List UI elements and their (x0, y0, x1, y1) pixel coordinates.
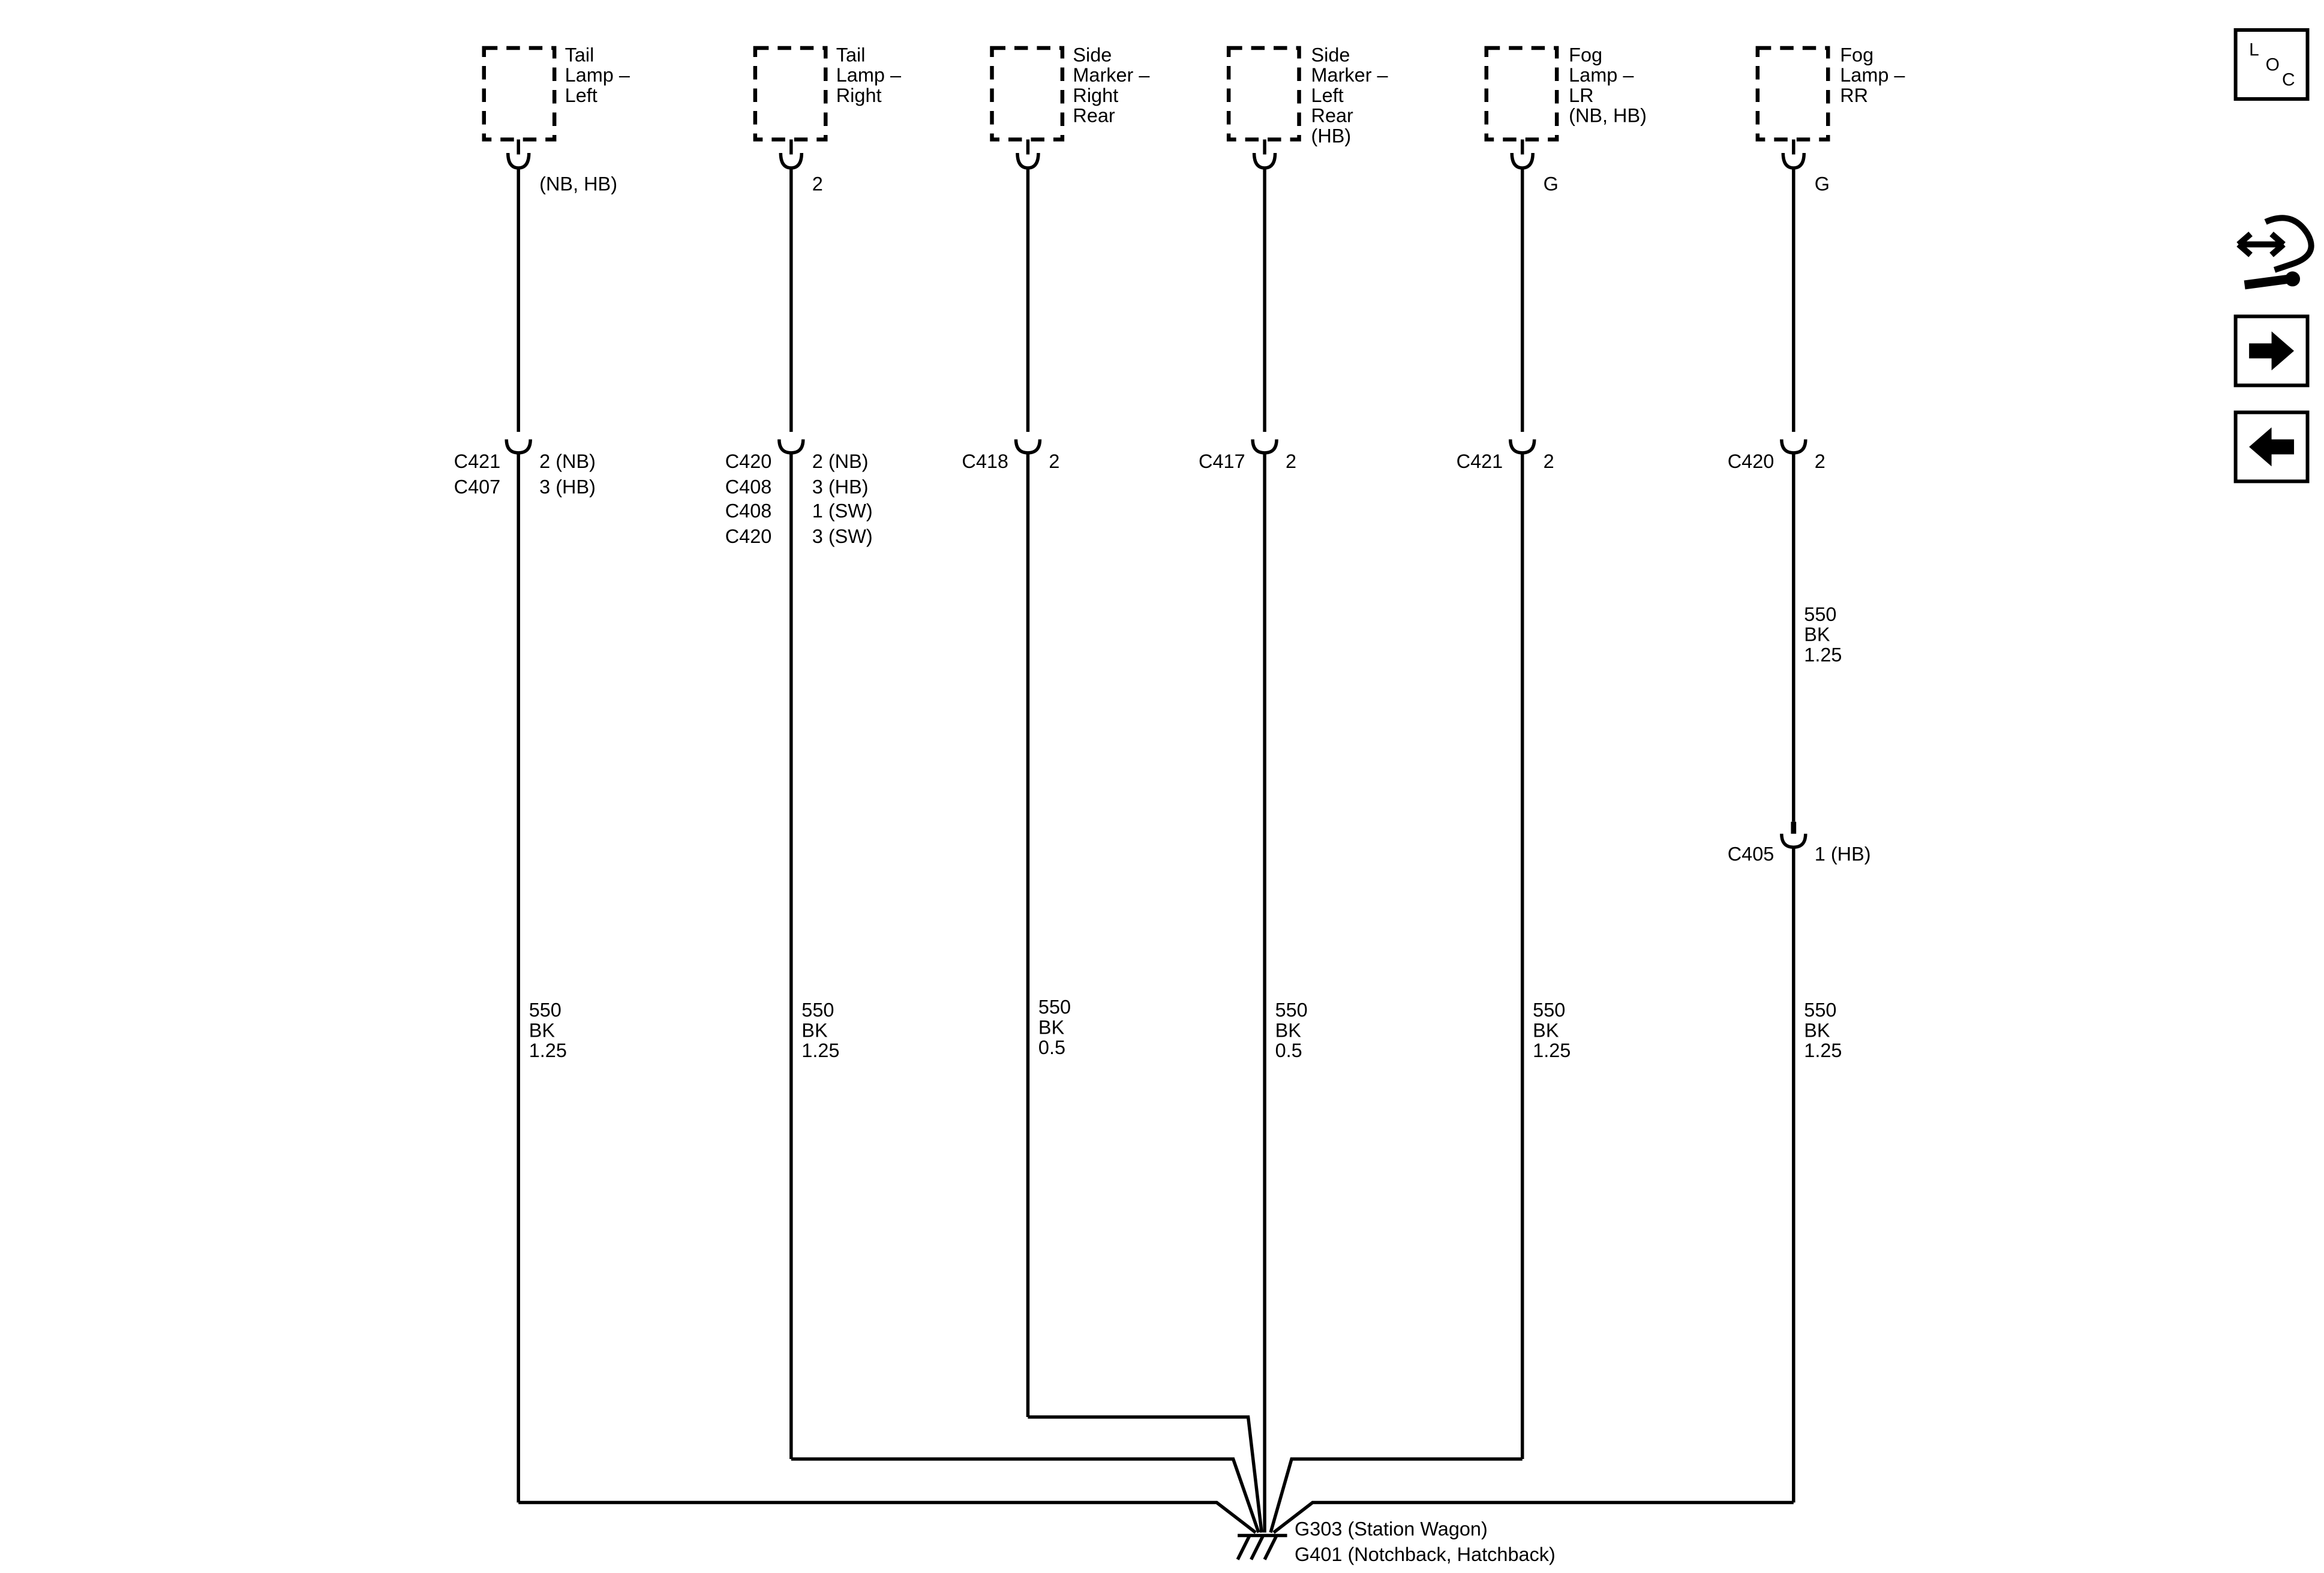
connector-id: C421 (1457, 451, 1503, 472)
loc-icon: L O C (2249, 40, 2295, 89)
inline-connector-symbol (505, 439, 532, 455)
fog-lamp-lr-label: Fog Lamp – LR (NB, HB) (1569, 44, 1647, 126)
connector-pin: 1 (SW) (812, 500, 873, 521)
connector-pin: 2 (1815, 451, 1825, 472)
fog-lamp-lr-circuit: Fog Lamp – LR (NB, HB) G C421 2 550 BK 1… (1457, 44, 1647, 1460)
svg-text:O: O (2266, 55, 2280, 74)
inline-connector-symbol (1780, 833, 1807, 849)
ground-label: G401 (Notchback, Hatchback) (1295, 1544, 1556, 1565)
side-marker-left-rear-label: Side Marker – Left Rear (HB) (1311, 44, 1394, 146)
connector-id: C408 (725, 500, 772, 521)
connector-id: C418 (962, 451, 1008, 472)
connector-id: C420 (725, 451, 772, 472)
connector-id: C407 (454, 476, 501, 497)
connector-id: C421 (454, 451, 501, 472)
fog-lamp-lr-component (1484, 46, 1559, 142)
wire-label: 550 BK 1.25 (1804, 604, 1842, 665)
connector-pin: 1 (HB) (1815, 843, 1871, 865)
side-marker-right-rear-component (990, 46, 1065, 142)
tail-lamp-right-label: Tail Lamp – Right (836, 44, 906, 106)
connector-id: C405 (1728, 843, 1774, 865)
inline-connector-symbol (1780, 439, 1807, 455)
ground-bus: G303 (Station Wagon) G401 (Notchback, Ha… (518, 1415, 1794, 1565)
inline-connector-symbol (777, 439, 805, 455)
svg-text:L: L (2249, 40, 2259, 59)
terminal-symbol (1781, 152, 1806, 170)
fog-lamp-rr-label: Fog Lamp – RR (1840, 44, 1910, 106)
terminal-symbol (1016, 152, 1040, 170)
wire-label: 550 BK 0.5 (1038, 996, 1076, 1059)
tail-lamp-right-circuit: Tail Lamp – Right 2 C420 C408 C408 C420 … (725, 44, 906, 1460)
wire-label: 550 BK 0.5 (1275, 999, 1313, 1062)
wire-label: 550 BK 1.25 (801, 999, 839, 1062)
tail-lamp-left-pin-note: (NB, HB) (539, 173, 617, 194)
fog-lamp-rr-pin-note: G (1815, 173, 1830, 194)
connector-id: C417 (1199, 451, 1245, 472)
terminal-symbol (1510, 152, 1535, 170)
connector-pin: 2 (1544, 451, 1554, 472)
harness-routing-button[interactable] (2236, 215, 2314, 290)
terminal-symbol (779, 152, 804, 170)
inline-connector-symbol (1014, 439, 1042, 455)
loc-button[interactable]: L O C (2233, 28, 2310, 101)
wire-label: 550 BK 1.25 (1533, 999, 1571, 1062)
harness-routing-icon (2236, 215, 2314, 290)
side-marker-left-rear-circuit: Side Marker – Left Rear (HB) C417 2 550 … (1199, 44, 1394, 1533)
connector-id: C408 (725, 476, 772, 497)
fog-lamp-rr-component (1755, 46, 1830, 142)
ground-label: G303 (Station Wagon) (1295, 1518, 1488, 1540)
connector-id: C420 (725, 526, 772, 547)
connector-id: C420 (1728, 451, 1774, 472)
side-marker-right-rear-label: Side Marker – Right Rear (1073, 44, 1155, 126)
next-page-button[interactable] (2233, 314, 2310, 388)
tail-lamp-right-pin-note: 2 (812, 173, 823, 194)
connector-pin: 2 (1049, 451, 1059, 472)
inline-connector-symbol (1508, 439, 1536, 455)
wire-label: 550 BK 1.25 (1804, 999, 1842, 1062)
connector-pin: 2 (NB) (539, 451, 596, 472)
terminal-symbol (1252, 152, 1277, 170)
connector-pin: 2 (NB) (812, 451, 869, 472)
side-marker-right-rear-circuit: Side Marker – Right Rear C418 2 550 BK 0… (962, 44, 1155, 1418)
tail-lamp-left-label: Tail Lamp – Left (565, 44, 635, 106)
connector-pin: 3 (SW) (812, 526, 873, 547)
ground-icon (1236, 1533, 1287, 1560)
terminal-symbol (506, 152, 531, 170)
connector-pin: 2 (1286, 451, 1296, 472)
tail-lamp-right-component (753, 46, 828, 142)
inline-connector-symbol (1251, 439, 1278, 455)
side-marker-left-rear-component (1226, 46, 1301, 142)
fog-lamp-lr-pin-note: G (1544, 173, 1559, 194)
connector-pin: 3 (HB) (812, 476, 869, 497)
tail-lamp-left-component (482, 46, 557, 142)
tail-lamp-left-circuit: Tail Lamp – Left (NB, HB) C421 C407 2 (N… (454, 44, 635, 1503)
wire-label: 550 BK 1.25 (529, 999, 567, 1062)
previous-page-button[interactable] (2233, 410, 2310, 484)
connector-pin: 3 (HB) (539, 476, 596, 497)
arrow-left-icon (2249, 427, 2295, 467)
svg-text:C: C (2282, 70, 2295, 89)
fog-lamp-rr-circuit: Fog Lamp – RR G C420 2 550 BK 1.25 C405 … (1728, 44, 1910, 1503)
